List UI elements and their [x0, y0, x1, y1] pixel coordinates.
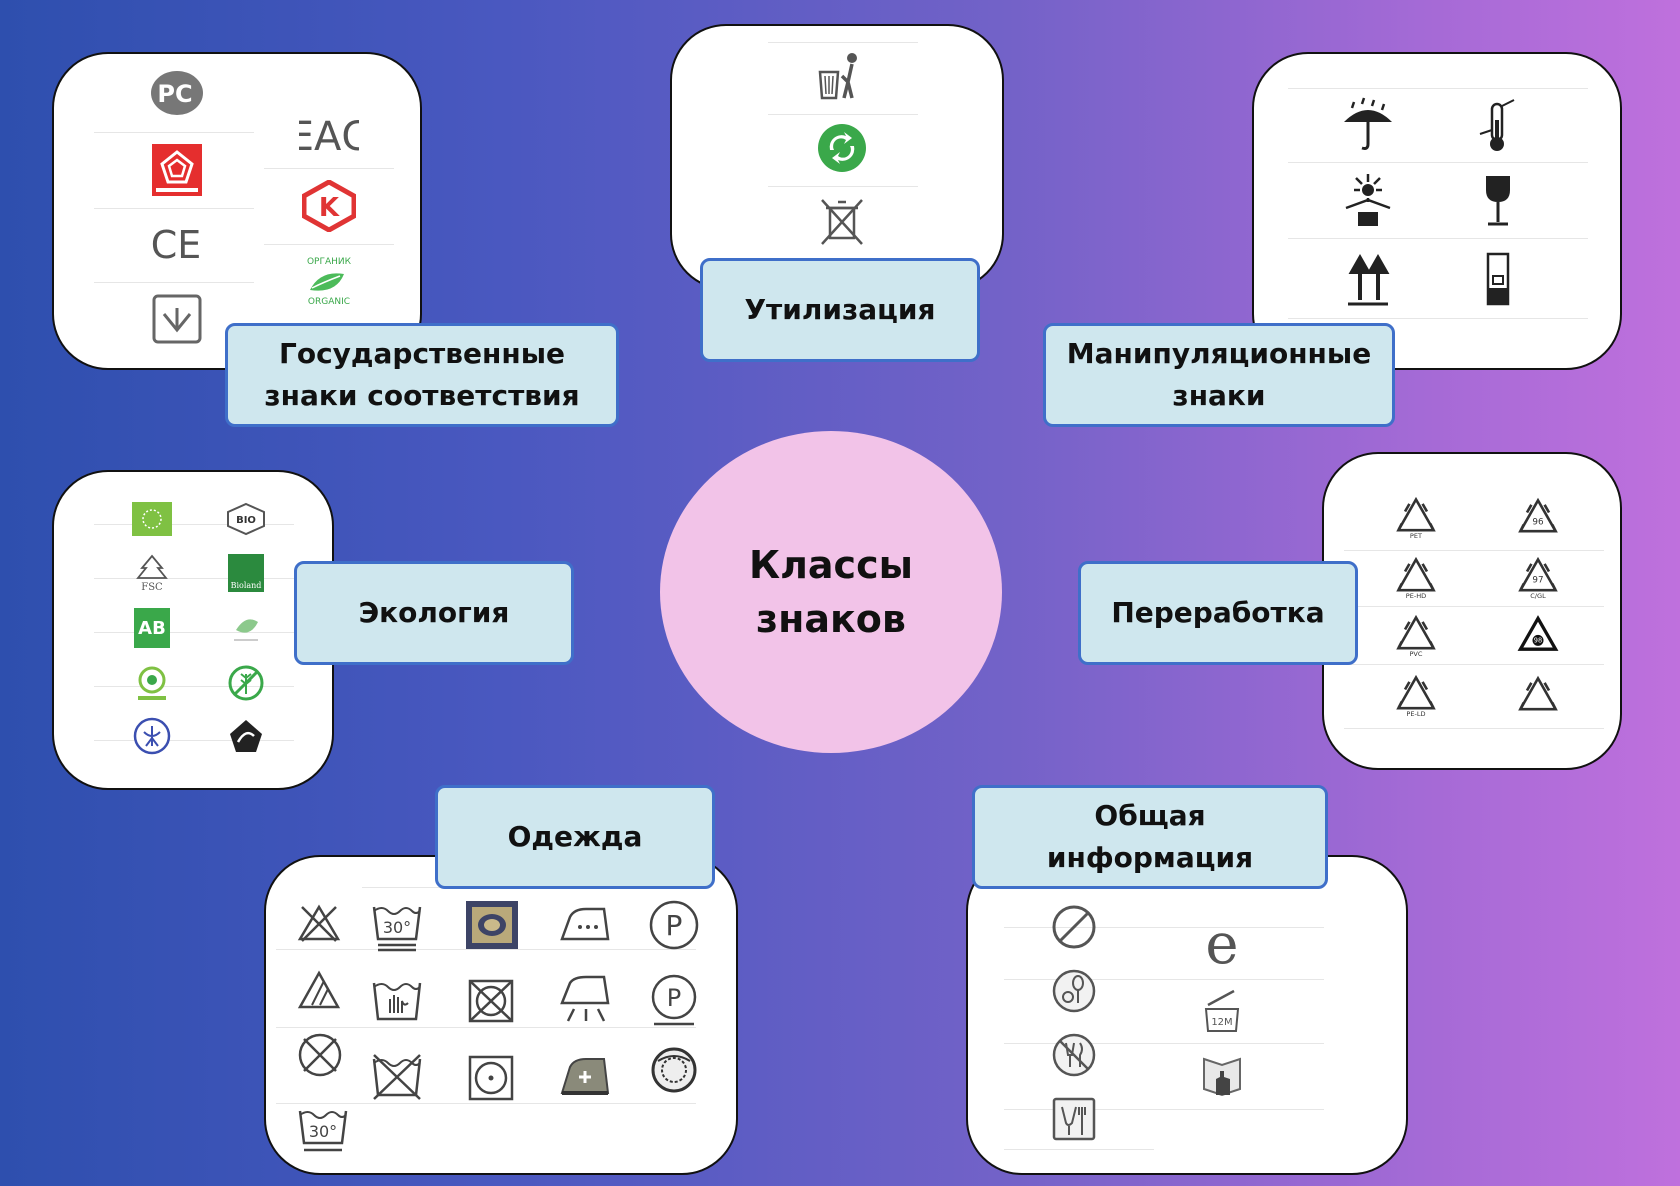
organic-icon: ОРГАНИК ORGANIC: [307, 257, 352, 306]
recycle-pe-hd-text: PE-HD: [1406, 592, 1426, 600]
general-info-label: Общая информация: [972, 785, 1328, 889]
recycle-cgl-text: C/GL: [1530, 592, 1546, 600]
no-wash-icon: [372, 1054, 422, 1100]
iron-low-icon: [560, 907, 610, 941]
ab-icon: AB: [134, 608, 170, 648]
ukraine-conformity-icon: [152, 294, 202, 344]
recycle-pe-ld-text: PE-LD: [1406, 710, 1425, 718]
clothing-panel: 30° P P: [264, 855, 738, 1175]
dry-clean-p-icon: P: [649, 900, 699, 950]
bleach-icon: [297, 970, 341, 1009]
bio-text: BIO: [236, 515, 256, 526]
tidyman-icon: [818, 53, 857, 100]
bio-suisse-icon: [234, 619, 258, 641]
ab-text: AB: [138, 618, 166, 639]
eac-text: ЕАС: [299, 114, 359, 156]
eu-organic-icon: [132, 502, 172, 536]
k-mark-icon: K: [302, 180, 356, 232]
prohibited-icon: [1052, 905, 1096, 949]
fsc-text: FSC: [141, 582, 163, 592]
fragile-icon: [1486, 176, 1510, 226]
hand-wash-icon: [372, 982, 422, 1021]
recycle-96-text: 96: [1532, 518, 1544, 528]
organic-top-text: ОРГАНИК: [307, 257, 352, 267]
handling-label: Манипуляционные знаки: [1043, 323, 1395, 427]
demeter-icon: [133, 717, 171, 755]
bio-icon: BIO: [227, 502, 265, 536]
cosmetic-icon: [1052, 969, 1096, 1013]
green-dot-icon: [818, 124, 866, 172]
bioland-icon: Bioland: [228, 554, 264, 592]
organic-bottom-text: ORGANIC: [308, 297, 350, 306]
e-mark-icon: e: [1205, 917, 1238, 973]
bio-leaf-icon: [230, 720, 262, 752]
gluten-free-icon: [228, 665, 264, 701]
dry-clean-p-gentle-icon: P: [651, 974, 697, 1026]
keep-from-heat-icon: [1345, 174, 1391, 226]
hand-book-icon: [1203, 1057, 1241, 1097]
keep-dry-icon: [1344, 97, 1392, 150]
fsc-icon: FSC: [136, 554, 168, 592]
no-bleach-icon: [297, 904, 341, 942]
center-title: Классы знаков: [660, 431, 1002, 753]
recycling-label: Переработка: [1078, 561, 1358, 665]
state-conformity-panel: РС ЕАС K CE ОРГАНИК ORGANIC: [52, 52, 422, 370]
eac-icon: ЕАС: [299, 114, 359, 156]
dry-clean-p-gentle-text: P: [667, 984, 681, 1012]
recycle-pvc-icon: PVC: [1394, 612, 1438, 658]
food-contact-icon: [1052, 1097, 1096, 1141]
wash-30-gentle-text: 30°: [309, 1122, 337, 1141]
wash-30-text: 30°: [383, 918, 411, 937]
recycling-panel: PET 96 PE-HD 97 C/GL PVC 98 PE-LD: [1322, 452, 1622, 770]
carpet-icon: [466, 901, 518, 949]
recycle-97-text: 97: [1532, 575, 1543, 585]
recycle-98-icon: 98: [1517, 615, 1559, 651]
handling-panel: [1252, 52, 1622, 370]
disposal-panel: [670, 24, 1004, 290]
recycle-icon: [1516, 674, 1560, 718]
iron-medium-icon: [560, 1058, 610, 1095]
fire-safety-icon: [152, 144, 202, 196]
rst-icon: РС: [151, 71, 203, 115]
disposal-label: Утилизация: [700, 258, 980, 362]
not-food-icon: [1052, 1033, 1096, 1077]
recycle-pvc-text: PVC: [1409, 650, 1422, 658]
wash-30-icon: 30°: [372, 906, 422, 952]
bioland-text: Bioland: [231, 581, 262, 590]
recycle-pet-icon: PET: [1394, 494, 1438, 540]
recycle-97-icon: 97 C/GL: [1516, 554, 1560, 600]
recycle-96-icon: 96: [1516, 496, 1560, 540]
pao-12m-icon: 12M: [1204, 989, 1240, 1032]
wet-clean-icon: [651, 1047, 697, 1093]
k-text: K: [319, 193, 340, 223]
crossed-bin-icon: [821, 199, 863, 245]
pao-12m-text: 12M: [1211, 1017, 1232, 1028]
state-conformity-label: Государственные знаки соответствия: [225, 323, 619, 427]
rst-text: РС: [157, 80, 192, 108]
no-dry-clean-icon: [298, 1033, 342, 1077]
clothing-label: Одежда: [435, 785, 715, 889]
no-tumble-dry-icon: [468, 979, 514, 1023]
recycle-pet-text: PET: [1410, 532, 1423, 540]
general-info-panel: e 12M: [966, 855, 1408, 1175]
e-mark-text: e: [1205, 917, 1238, 973]
recycle-98-text: 98: [1534, 637, 1542, 645]
center-of-gravity-icon: [1486, 252, 1510, 306]
this-way-up-icon: [1348, 253, 1390, 306]
ce-text: CE: [151, 223, 202, 267]
temperature-limit-icon: [1479, 99, 1515, 151]
ecology-panel: BIO FSC Bioland AB: [52, 470, 334, 790]
steam-iron-icon: [560, 975, 610, 1022]
wash-30-gentle-icon: 30°: [298, 1110, 348, 1152]
dry-clean-p-text: P: [666, 909, 683, 942]
recycle-pe-hd-icon: PE-HD: [1394, 554, 1438, 600]
tumble-dry-icon: [468, 1055, 514, 1101]
recycle-pe-ld-icon: PE-LD: [1394, 672, 1438, 718]
ce-icon: CE: [151, 223, 202, 267]
ecology-label: Экология: [294, 561, 574, 665]
australian-organic-icon: [138, 666, 166, 700]
